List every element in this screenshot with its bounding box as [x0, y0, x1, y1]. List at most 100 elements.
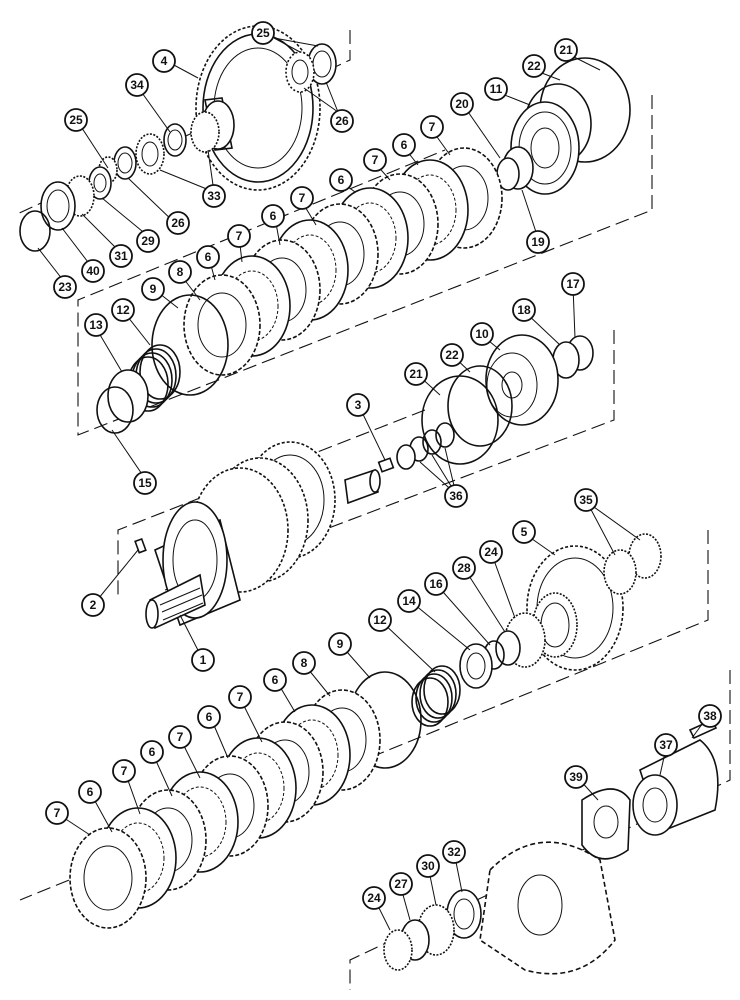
svg-text:26: 26	[335, 114, 349, 128]
callout-32: 32	[442, 840, 466, 864]
callout-40: 40	[81, 259, 105, 283]
svg-text:9: 9	[337, 637, 344, 651]
callout-8: 8	[168, 260, 192, 284]
callout-13: 13	[84, 313, 108, 337]
callout-15: 15	[133, 471, 157, 495]
callout-29: 29	[136, 229, 160, 253]
svg-text:22: 22	[445, 348, 459, 362]
callout-11: 11	[484, 77, 508, 101]
callout-16: 16	[424, 572, 448, 596]
svg-text:26: 26	[171, 216, 185, 230]
svg-text:37: 37	[659, 738, 673, 752]
clutch-shaft	[134, 441, 381, 630]
piston-group-middle	[377, 334, 594, 473]
callout-6: 6	[261, 204, 285, 228]
svg-text:10: 10	[475, 327, 489, 341]
washers	[88, 166, 112, 200]
callouts: 25 4 26 34 25 33 26 29 31 40 23 21 22 11…	[45, 21, 722, 910]
callout-27: 27	[389, 872, 413, 896]
needle-bearing	[135, 111, 220, 175]
svg-text:21: 21	[409, 367, 423, 381]
tapered-bearing	[40, 175, 95, 231]
callout-39: 39	[564, 765, 588, 789]
svg-text:7: 7	[54, 806, 61, 820]
callout-7: 7	[227, 224, 251, 248]
callout-36: 36	[444, 484, 468, 508]
pump-group	[383, 718, 719, 975]
svg-text:36: 36	[449, 489, 463, 503]
svg-text:15: 15	[138, 476, 152, 490]
callout-5: 5	[512, 520, 536, 544]
snap-ring	[19, 210, 51, 252]
svg-text:7: 7	[236, 229, 243, 243]
svg-text:20: 20	[455, 97, 469, 111]
callout-37: 37	[654, 733, 678, 757]
svg-text:11: 11	[490, 82, 503, 96]
svg-text:4: 4	[161, 54, 168, 68]
callout-7: 7	[420, 115, 444, 139]
svg-text:13: 13	[89, 318, 103, 332]
svg-text:29: 29	[141, 234, 155, 248]
callout-33: 33	[202, 184, 226, 208]
callout-21: 21	[554, 38, 578, 62]
callout-14: 14	[397, 589, 421, 613]
callout-6: 6	[392, 133, 416, 157]
callout-7: 7	[112, 759, 136, 783]
svg-text:12: 12	[373, 613, 387, 627]
svg-text:7: 7	[372, 153, 379, 167]
callout-6: 6	[263, 668, 287, 692]
pressure-plate-upper	[183, 274, 261, 376]
callout-6: 6	[140, 740, 164, 764]
callout-31: 31	[109, 244, 133, 268]
upper-gear-assembly	[19, 25, 337, 252]
callout-6: 6	[78, 780, 102, 804]
svg-text:7: 7	[237, 690, 244, 704]
svg-text:7: 7	[429, 120, 436, 134]
callout-8: 8	[292, 651, 316, 675]
svg-text:24: 24	[367, 891, 381, 905]
callout-28: 28	[452, 556, 476, 580]
svg-text:21: 21	[559, 43, 573, 57]
svg-text:6: 6	[149, 745, 156, 759]
svg-text:19: 19	[531, 235, 545, 249]
callout-25: 25	[251, 21, 275, 45]
svg-text:17: 17	[566, 277, 580, 291]
svg-text:28: 28	[457, 561, 471, 575]
svg-text:22: 22	[527, 59, 541, 73]
svg-text:5: 5	[521, 525, 528, 539]
svg-text:7: 7	[177, 730, 184, 744]
bearing-cup-lower	[113, 146, 137, 180]
callout-38: 38	[698, 704, 722, 728]
svg-text:6: 6	[87, 785, 94, 799]
svg-text:25: 25	[69, 113, 83, 127]
callout-3: 3	[346, 393, 370, 417]
callout-12: 12	[111, 298, 135, 322]
piston-middle	[485, 334, 559, 426]
callout-22: 22	[522, 54, 546, 78]
svg-text:9: 9	[150, 282, 157, 296]
callout-4: 4	[152, 49, 176, 73]
callout-6: 6	[197, 705, 221, 729]
svg-text:6: 6	[206, 710, 213, 724]
callout-9: 9	[328, 632, 352, 656]
callout-26: 26	[166, 211, 190, 235]
callout-6: 6	[196, 245, 220, 269]
svg-text:6: 6	[338, 173, 345, 187]
piston-group-upper	[496, 57, 631, 195]
callout-7: 7	[228, 685, 252, 709]
lower-clutch-pack	[69, 612, 546, 929]
svg-text:8: 8	[177, 265, 184, 279]
svg-text:33: 33	[207, 189, 221, 203]
svg-text:32: 32	[447, 845, 461, 859]
svg-text:6: 6	[401, 138, 408, 152]
svg-text:3: 3	[355, 398, 362, 412]
callout-9: 9	[141, 277, 165, 301]
callout-20: 20	[450, 92, 474, 116]
callout-17: 17	[561, 272, 585, 296]
callout-21: 21	[404, 362, 428, 386]
svg-text:18: 18	[517, 303, 531, 317]
svg-text:12: 12	[116, 303, 130, 317]
callout-6: 6	[329, 168, 353, 192]
svg-text:39: 39	[569, 770, 583, 784]
callout-18: 18	[512, 298, 536, 322]
